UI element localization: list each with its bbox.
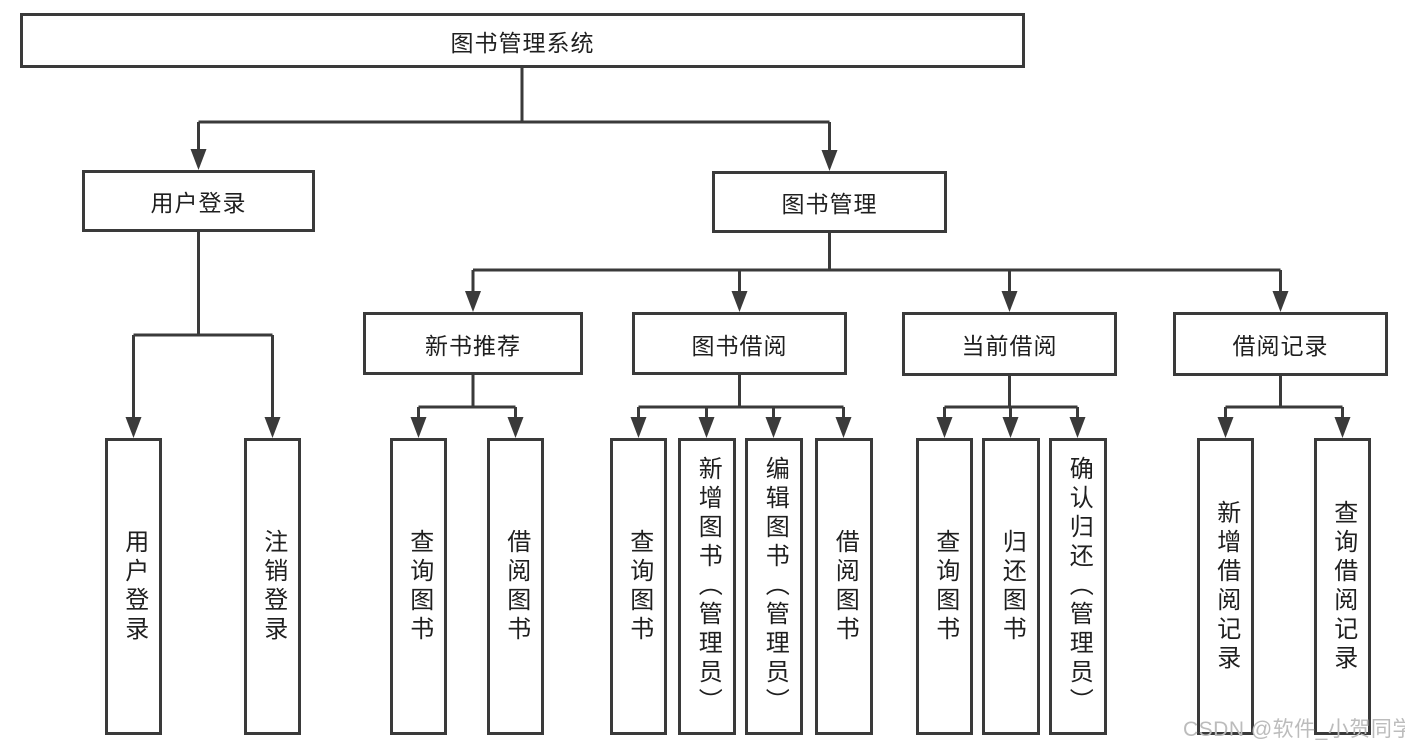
node-user-login: 用户登录 bbox=[82, 170, 315, 232]
leaf-borrow-query-books: 查询图书 bbox=[610, 438, 667, 735]
edge-current-borrow-to-children bbox=[943, 376, 1079, 421]
node-borrow-records: 借阅记录 bbox=[1173, 312, 1388, 376]
arrowhead-icon bbox=[765, 417, 782, 438]
arrowhead-icon bbox=[731, 291, 748, 312]
leaf-confirm-return-admin: 确认归还（管理员） bbox=[1049, 438, 1107, 735]
leaf-recommend-query-books: 查询图书 bbox=[390, 438, 447, 735]
leaf-borrow-borrow-books: 借阅图书 bbox=[815, 438, 873, 735]
node-root-book-management-system: 图书管理系统 bbox=[20, 13, 1025, 68]
arrowhead-icon bbox=[1217, 417, 1234, 438]
arrowhead-icon bbox=[1069, 417, 1086, 438]
node-current-borrow: 当前借阅 bbox=[902, 312, 1117, 376]
arrowhead-icon bbox=[1002, 417, 1019, 438]
leaf-recommend-borrow-books: 借阅图书 bbox=[487, 438, 544, 735]
leaf-add-book-admin: 新增图书（管理员） bbox=[678, 438, 736, 735]
arrowhead-icon bbox=[1334, 417, 1351, 438]
leaf-logout: 注销登录 bbox=[244, 438, 301, 735]
arrowhead-icon bbox=[821, 150, 838, 171]
node-new-book-recommend: 新书推荐 bbox=[363, 312, 583, 375]
node-book-management: 图书管理 bbox=[712, 171, 947, 233]
edge-root-to-level1 bbox=[197, 68, 831, 153]
leaf-edit-book-admin: 编辑图书（管理员） bbox=[745, 438, 803, 735]
arrowhead-icon bbox=[264, 417, 281, 438]
edge-new-book-to-children bbox=[417, 375, 517, 421]
arrowhead-icon bbox=[507, 417, 524, 438]
arrowhead-icon bbox=[835, 417, 852, 438]
arrowhead-icon bbox=[936, 417, 953, 438]
arrowheads bbox=[125, 149, 1351, 438]
leaf-return-books: 归还图书 bbox=[982, 438, 1040, 735]
leaf-current-query-books: 查询图书 bbox=[916, 438, 973, 735]
arrowhead-icon bbox=[410, 417, 427, 438]
edge-book-management-to-children bbox=[471, 233, 1282, 295]
edge-borrow-records-to-children bbox=[1224, 376, 1344, 421]
arrowhead-icon bbox=[125, 417, 142, 438]
csdn-watermark: CSDN @软件_小贺同学 bbox=[1183, 718, 1405, 741]
arrowhead-icon bbox=[1272, 291, 1289, 312]
leaf-add-borrow-record: 新增借阅记录 bbox=[1197, 438, 1254, 735]
node-book-borrow: 图书借阅 bbox=[632, 312, 847, 375]
edge-book-borrow-to-children bbox=[637, 375, 845, 421]
edge-user-login-to-children bbox=[132, 232, 274, 420]
leaf-query-borrow-record: 查询借阅记录 bbox=[1314, 438, 1371, 735]
leaf-user-login: 用户登录 bbox=[105, 438, 162, 735]
arrowhead-icon bbox=[190, 149, 207, 170]
arrowhead-icon bbox=[698, 417, 715, 438]
arrowhead-icon bbox=[630, 417, 647, 438]
arrowhead-icon bbox=[465, 291, 481, 312]
arrowhead-icon bbox=[1001, 291, 1018, 312]
